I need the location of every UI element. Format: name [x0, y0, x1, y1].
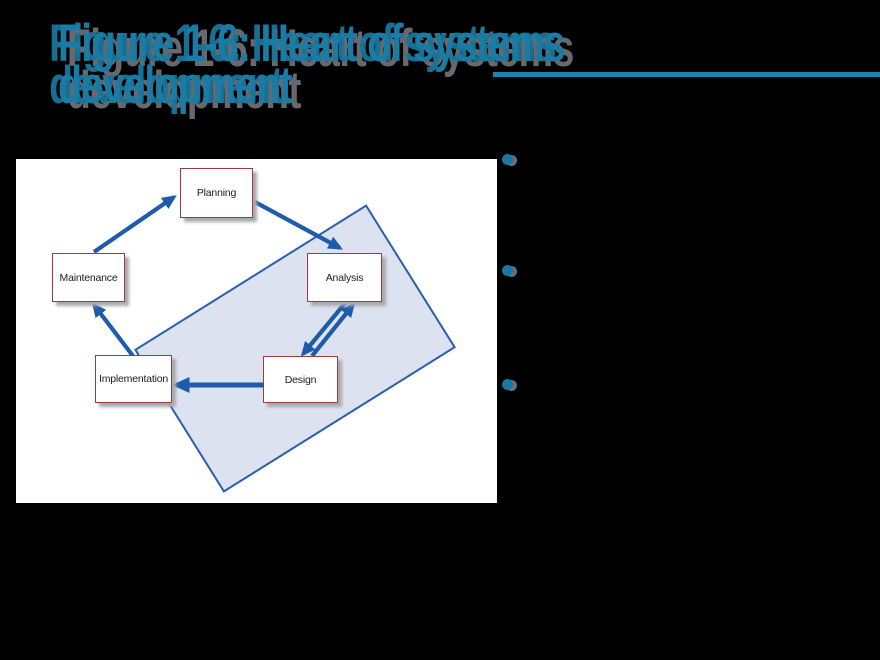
bullet-dot-icon	[502, 265, 513, 276]
node-design: Design	[263, 356, 338, 403]
bullet-dot-icon	[502, 154, 513, 165]
node-analysis-label: Analysis	[325, 271, 364, 284]
node-implementation-label: Implementation	[99, 373, 168, 385]
arrow-maintenance-to-planning	[92, 195, 177, 254]
node-maintenance-label: Maintenance	[59, 271, 118, 284]
node-planning-label: Planning	[196, 187, 237, 199]
arrow-design-to-analysis	[310, 302, 356, 358]
node-maintenance: Maintenance	[52, 253, 125, 302]
node-implementation: Implementation	[95, 355, 172, 403]
arrow-planning-to-analysis	[254, 200, 343, 250]
arrow-analysis-to-design	[300, 300, 348, 357]
title-underline-rule	[493, 72, 880, 77]
diagram-arrows	[91, 195, 356, 393]
node-analysis: Analysis	[307, 253, 382, 302]
title-line-1: Figure 1-6: Heart of systems	[58, 14, 565, 73]
arrow-implementation-to-maintenance	[91, 302, 135, 358]
bullet-dot-icon	[502, 379, 513, 390]
title-line-2: development	[58, 56, 293, 115]
node-planning: Planning	[180, 168, 253, 218]
diagram-panel: Planning Maintenance Analysis Design Imp…	[16, 159, 497, 503]
node-design-label: Design	[284, 373, 317, 386]
